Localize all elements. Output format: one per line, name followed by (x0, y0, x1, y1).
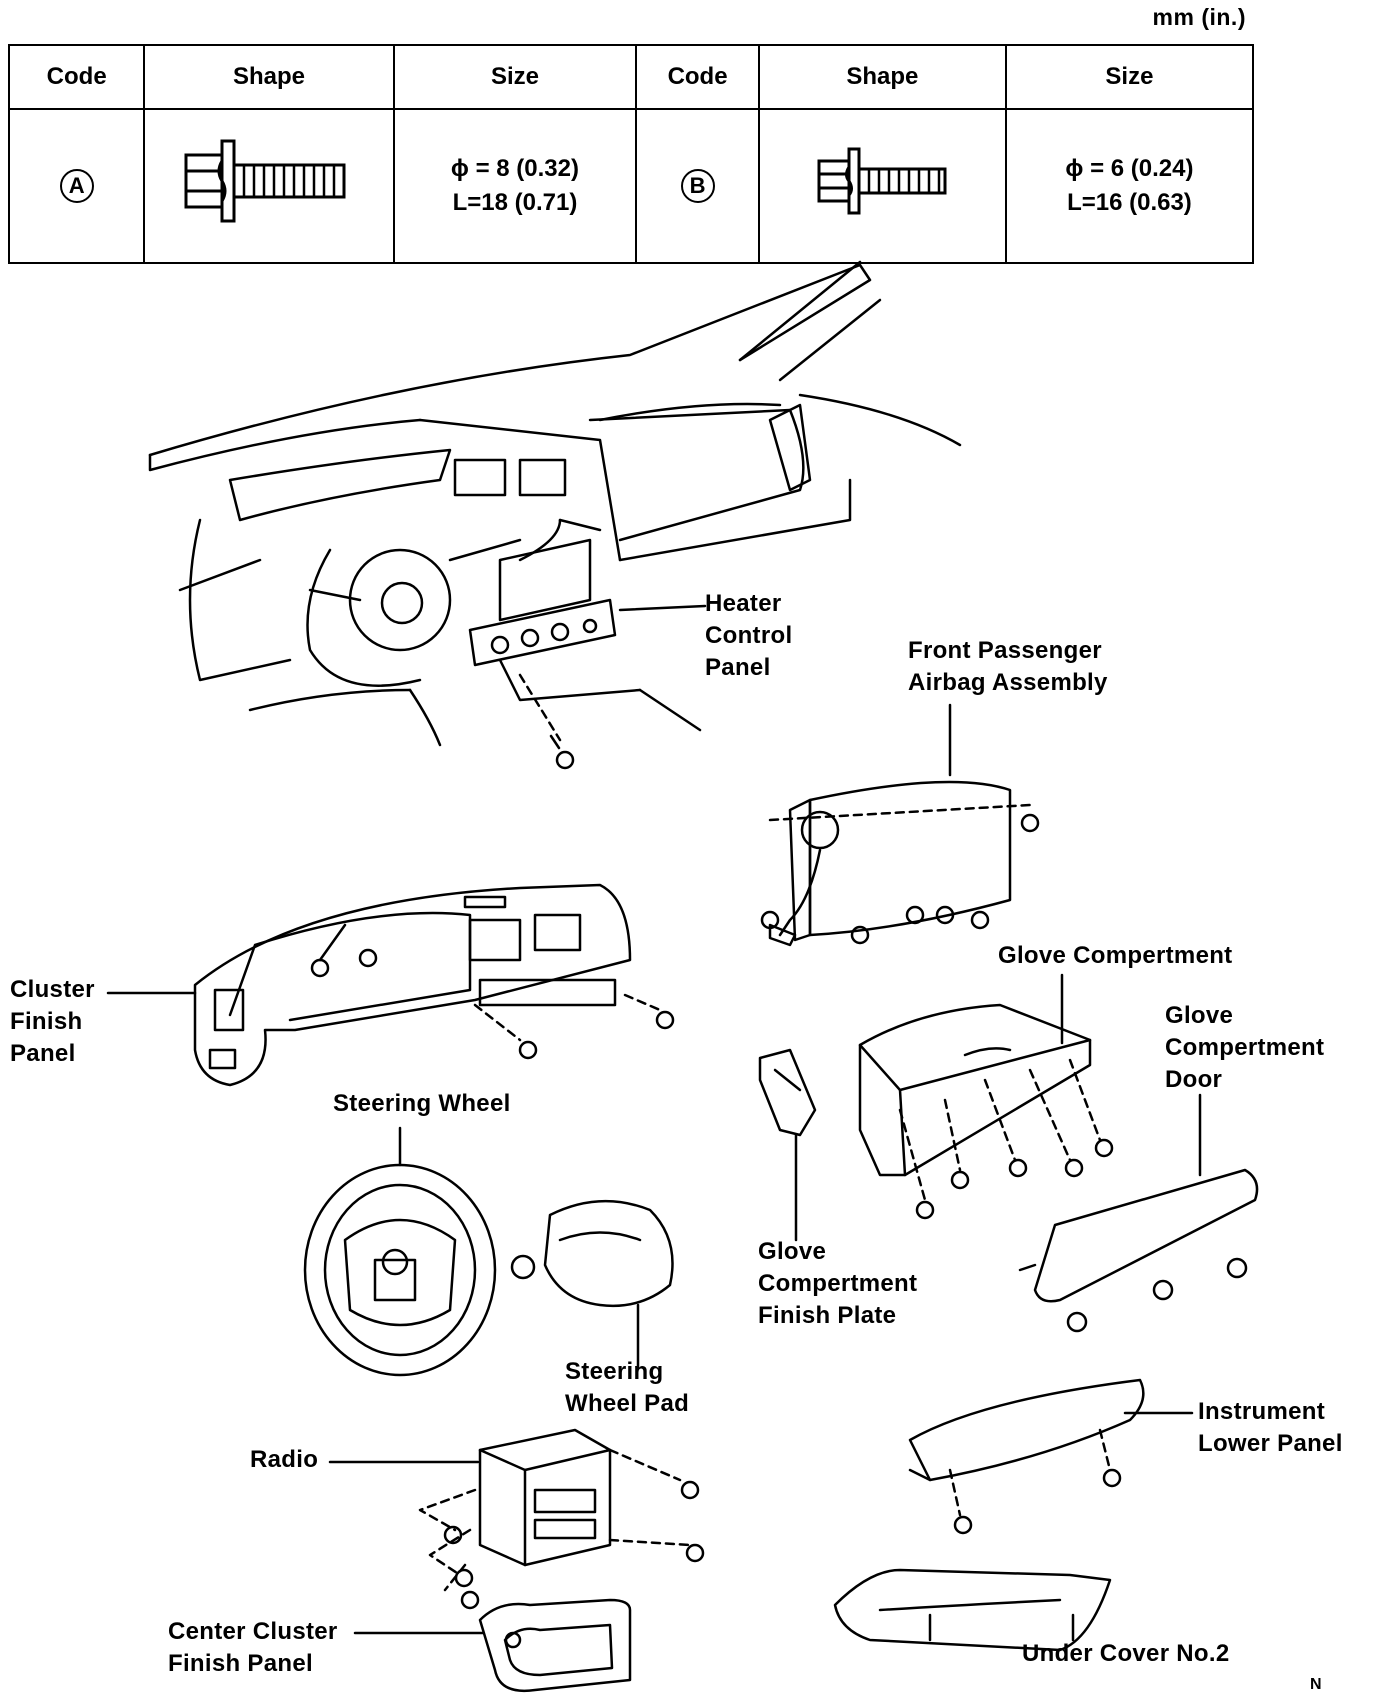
cluster-panel-illustration (193, 883, 632, 1087)
label-center-cluster-finish-panel: Center Cluster Finish Panel (168, 1618, 338, 1677)
steering-wheel-illustration (303, 1163, 497, 1377)
label-heater-control-panel: Heater Control Panel (705, 590, 793, 681)
size-a-diameter: ϕ = 8 (0.32) (450, 155, 579, 182)
header-code-1: Code (7, 44, 146, 110)
steering-nut (510, 1254, 536, 1280)
code-a: A (59, 169, 94, 203)
size-b-length: L=16 (0.63) (1067, 189, 1192, 216)
header-shape-2: Shape (757, 44, 1007, 110)
under-cover-illustration (833, 1568, 1112, 1652)
glove-compartment-illustration (858, 1003, 1092, 1177)
radio-illustration (478, 1428, 612, 1567)
instrument-lower-panel-illustration (908, 1378, 1145, 1482)
flange-bolt-small-icon (817, 147, 947, 215)
label-steering-wheel-pad: Steering Wheel Pad (565, 1358, 690, 1417)
label-radio: Radio (250, 1446, 319, 1473)
header-size-1: Size (392, 44, 638, 110)
label-glove-compartment-door: Glove Compertment Door (1165, 1002, 1325, 1093)
header-code-2: Code (635, 44, 760, 110)
header-shape-1: Shape (143, 44, 395, 110)
label-cluster-finish-panel: Cluster Finish Panel (10, 976, 95, 1067)
size-cell-b: ϕ = 6 (0.24) L=16 (0.63) (1004, 108, 1255, 264)
code-cell-b: B (635, 108, 760, 264)
code-b: B (680, 169, 715, 203)
code-cell-a: A (7, 108, 146, 264)
label-glove-compartment: Glove Compertment (998, 942, 1233, 969)
steering-pad-illustration (543, 1199, 674, 1307)
label-front-passenger-airbag: Front Passenger Airbag Assembly (908, 637, 1108, 696)
glove-door-illustration (1018, 1168, 1259, 1303)
label-glove-compartment-finish-plate: Glove Compertment Finish Plate (758, 1238, 918, 1329)
flange-bolt-icon (184, 139, 346, 223)
airbag-illustration (768, 780, 1012, 947)
heater-screw (549, 734, 575, 770)
size-cell-a: ϕ = 8 (0.32) L=18 (0.71) (392, 108, 638, 264)
label-instrument-lower-panel: Instrument Lower Panel (1198, 1398, 1343, 1457)
figure-id: N (1310, 1676, 1322, 1693)
label-steering-wheel: Steering Wheel (333, 1090, 511, 1117)
leader-heater (618, 604, 707, 612)
dashboard-illustration (148, 260, 962, 747)
shape-cell-a (143, 108, 395, 264)
shape-cell-b (757, 108, 1007, 264)
size-b-diameter: ϕ = 6 (0.24) (1065, 155, 1194, 182)
units-label: mm (in.) (1152, 4, 1246, 30)
bolt-spec-table: Code Shape Size Code Shape Size A (7, 44, 1255, 264)
finish-plate-illustration (758, 1048, 817, 1137)
label-under-cover-no2: Under Cover No.2 (1022, 1640, 1230, 1667)
center-cluster-illustration (478, 1598, 632, 1693)
header-size-2: Size (1004, 44, 1255, 110)
size-a-length: L=18 (0.71) (452, 189, 578, 216)
